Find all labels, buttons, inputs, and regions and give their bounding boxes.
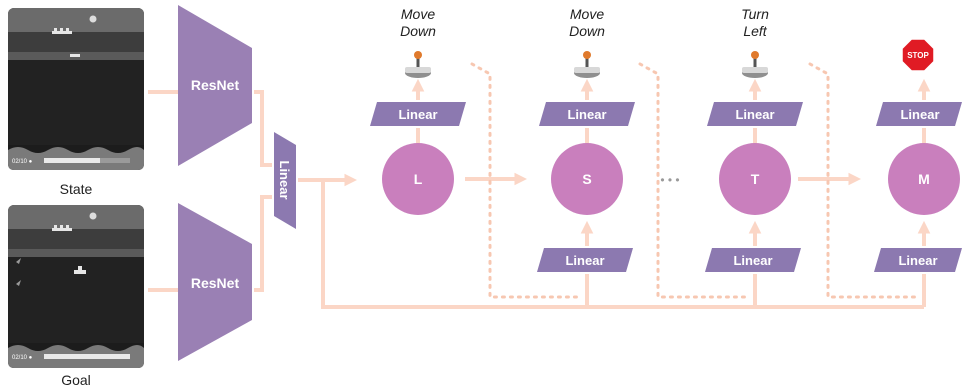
feedback-dotted-lines bbox=[470, 62, 918, 299]
action-1-line2: Down bbox=[400, 23, 436, 39]
goal-hud-text: 02/10 ● bbox=[12, 355, 33, 361]
node-t bbox=[719, 143, 791, 215]
top-linear-1-label: Linear bbox=[398, 107, 437, 122]
state-label: State bbox=[59, 181, 93, 197]
fusion-linear-layer bbox=[274, 132, 296, 229]
state-hud-text: 02/10 ● bbox=[12, 159, 33, 165]
state-screenshot: 02/10 ● bbox=[8, 8, 144, 170]
top-linear-2-label: Linear bbox=[567, 107, 606, 122]
bottom-linear-3-label: Linear bbox=[733, 253, 772, 268]
node-s bbox=[551, 143, 623, 215]
action-label-3: Turn Left bbox=[715, 6, 795, 40]
bottom-linear-4-label: Linear bbox=[898, 253, 937, 268]
stop-sign-text: STOP bbox=[907, 51, 929, 60]
bottom-linear-3 bbox=[705, 248, 801, 272]
top-linear-3-label: Linear bbox=[735, 107, 774, 122]
top-linear-4-label: Linear bbox=[900, 107, 939, 122]
action-label-1: Move Down bbox=[378, 6, 458, 40]
top-linear-4 bbox=[876, 102, 962, 126]
chain-nodes: L S T M bbox=[382, 143, 960, 215]
fusion-linear-label: Linear bbox=[277, 160, 292, 199]
action-3-line2: Left bbox=[743, 23, 767, 39]
action-1-line1: Move bbox=[400, 6, 436, 22]
joystick-icon bbox=[574, 51, 600, 78]
bottom-linear-2-label: Linear bbox=[565, 253, 604, 268]
stop-sign-icon: STOP bbox=[901, 38, 935, 72]
action-3-line1: Turn bbox=[741, 6, 769, 22]
top-linear-2 bbox=[539, 102, 635, 126]
top-linear-layers: Linear Linear Linear Linear bbox=[370, 102, 962, 126]
node-m bbox=[888, 143, 960, 215]
bottom-linear-layers: Linear Linear Linear bbox=[537, 248, 962, 272]
goal-screenshot: 02/10 ● bbox=[8, 205, 144, 368]
chain-ellipsis: • • • bbox=[660, 173, 679, 187]
joystick-icon bbox=[405, 51, 431, 78]
resnet-encoder-state bbox=[178, 5, 252, 166]
top-linear-3 bbox=[707, 102, 803, 126]
bottom-linear-4 bbox=[874, 248, 962, 272]
goal-label: Goal bbox=[61, 372, 91, 388]
action-2-line1: Move bbox=[569, 6, 605, 22]
resnet-encoder-goal bbox=[178, 203, 252, 361]
resnet-state-label: ResNet bbox=[191, 77, 240, 93]
action-2-line2: Down bbox=[569, 23, 605, 39]
bottom-linear-2 bbox=[537, 248, 633, 272]
node-t-label: T bbox=[751, 171, 760, 187]
node-l-label: L bbox=[414, 171, 423, 187]
joystick-icon bbox=[742, 51, 768, 78]
node-l bbox=[382, 143, 454, 215]
node-s-label: S bbox=[582, 171, 591, 187]
node-m-label: M bbox=[918, 171, 930, 187]
resnet-goal-label: ResNet bbox=[191, 275, 240, 291]
fusion-brackets bbox=[254, 90, 272, 292]
top-linear-1 bbox=[370, 102, 466, 126]
input-connectors bbox=[148, 90, 178, 292]
action-label-2: Move Down bbox=[547, 6, 627, 40]
